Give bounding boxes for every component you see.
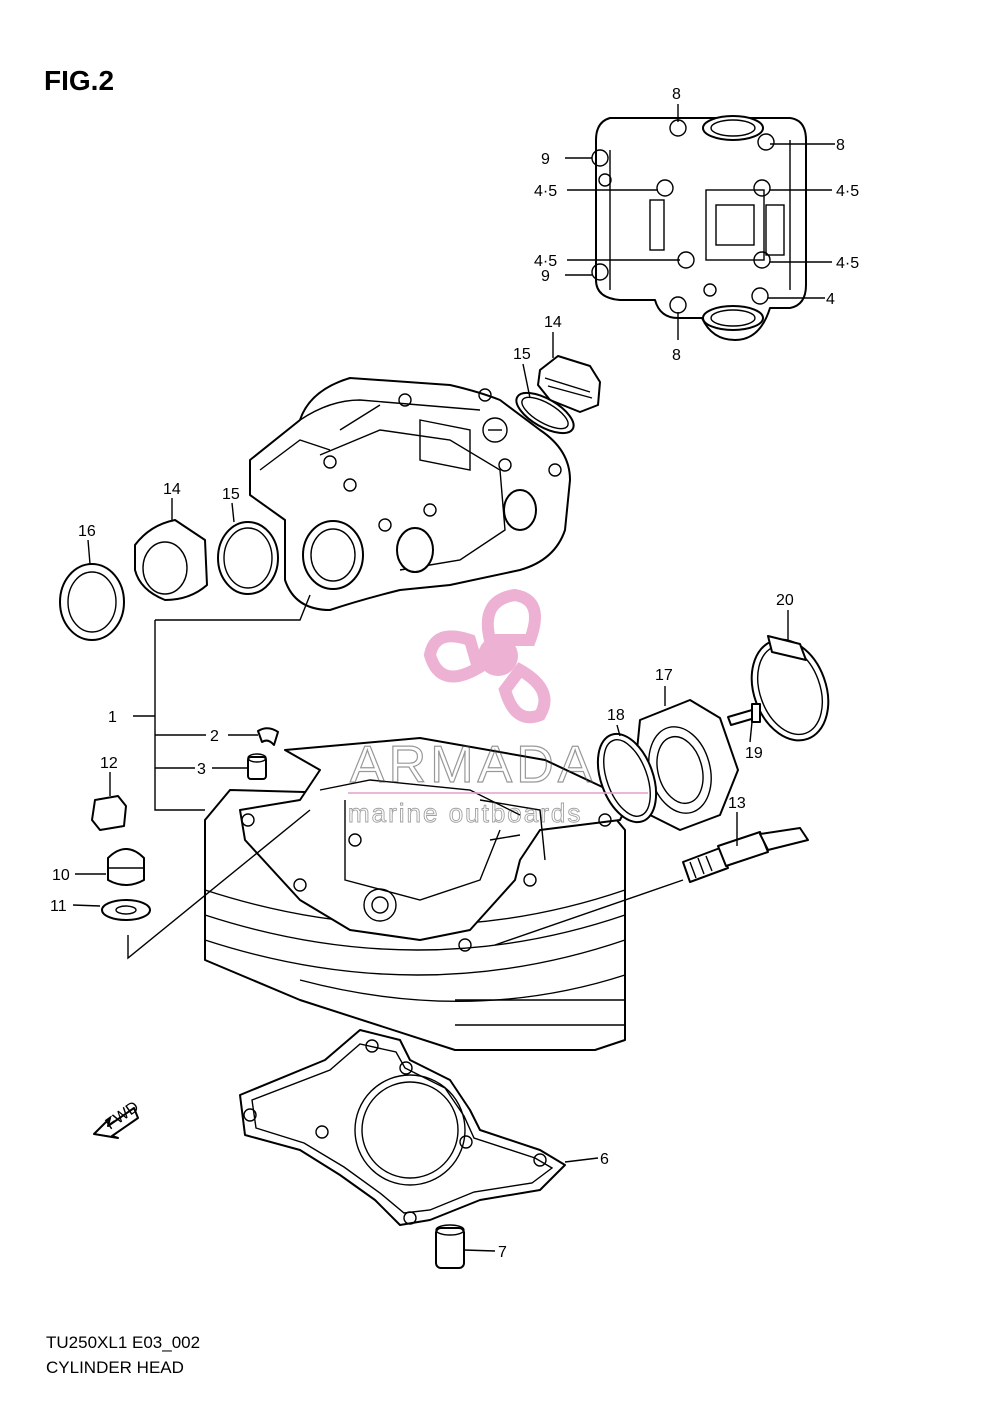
callout-13: 13 [728, 795, 746, 812]
callout-14-left: 14 [163, 481, 181, 498]
callout-1: 1 [108, 709, 117, 726]
callout-15-top: 15 [513, 346, 531, 363]
callout-14-top: 14 [544, 314, 562, 331]
bolt-part [727, 703, 761, 726]
figure-caption: CYLINDER HEAD [46, 1358, 184, 1377]
o-ring-part [217, 521, 279, 595]
cylinder-head-part [249, 377, 571, 611]
callout-17: 17 [655, 667, 673, 684]
callout-4-5-lower-left: 4·5 [534, 253, 557, 270]
callout-15-left: 15 [222, 486, 240, 503]
callout-19: 19 [745, 745, 763, 762]
washer-part [101, 899, 151, 921]
intake-o-ring-part [596, 732, 658, 824]
head-gasket-part [239, 1029, 566, 1226]
hose-clamp-part [750, 635, 830, 742]
plug-cap-part [134, 519, 208, 601]
callout-4-5-lower-right: 4·5 [836, 255, 859, 272]
arrow-left-icon [93, 1107, 139, 1139]
callout-10: 10 [52, 867, 70, 884]
propeller-icon [423, 588, 551, 724]
callout-4: 4 [826, 291, 835, 308]
callout-6: 6 [600, 1151, 609, 1168]
callout-8-right: 8 [836, 137, 845, 154]
leader-lines [72, 104, 835, 1252]
callout-8-top: 8 [672, 86, 681, 103]
callout-9-upper: 9 [541, 151, 550, 168]
callout-18: 18 [607, 707, 625, 724]
watermark-brand: ARMADA [350, 736, 596, 794]
spark-plug-part [682, 827, 809, 883]
intake-pipe-part [634, 699, 739, 831]
callout-12: 12 [100, 755, 118, 772]
head-cover-part [591, 115, 807, 341]
direction-marker: FWD [93, 1098, 142, 1139]
callout-9-lower: 9 [541, 268, 550, 285]
model-code: TU250XL1 E03_002 [46, 1333, 200, 1352]
top-o-ring-part [515, 391, 575, 435]
watermark-tagline: marine outboards [348, 798, 582, 828]
callout-11: 11 [50, 898, 67, 915]
dowel-pin-part [247, 753, 267, 780]
nut-part [91, 795, 127, 831]
callout-20: 20 [776, 592, 794, 609]
top-plug-part [537, 355, 601, 413]
callout-labels: 8 8 9 4·5 4·5 4·5 4·5 9 4 8 14 15 14 15 … [50, 86, 859, 1261]
figure-title: FIG.2 [44, 65, 114, 96]
callout-4-5-upper-left: 4·5 [534, 183, 557, 200]
callout-7: 7 [498, 1244, 507, 1261]
callout-16: 16 [78, 523, 96, 540]
callout-4-5-upper-right: 4·5 [836, 183, 859, 200]
callout-3: 3 [197, 761, 206, 778]
oil-seal-part [59, 563, 125, 641]
cap-nut-part [107, 848, 145, 886]
dowel-part [435, 1224, 465, 1269]
callout-8-bottom: 8 [672, 347, 681, 364]
callout-2: 2 [210, 728, 219, 745]
clip-part [257, 727, 279, 746]
